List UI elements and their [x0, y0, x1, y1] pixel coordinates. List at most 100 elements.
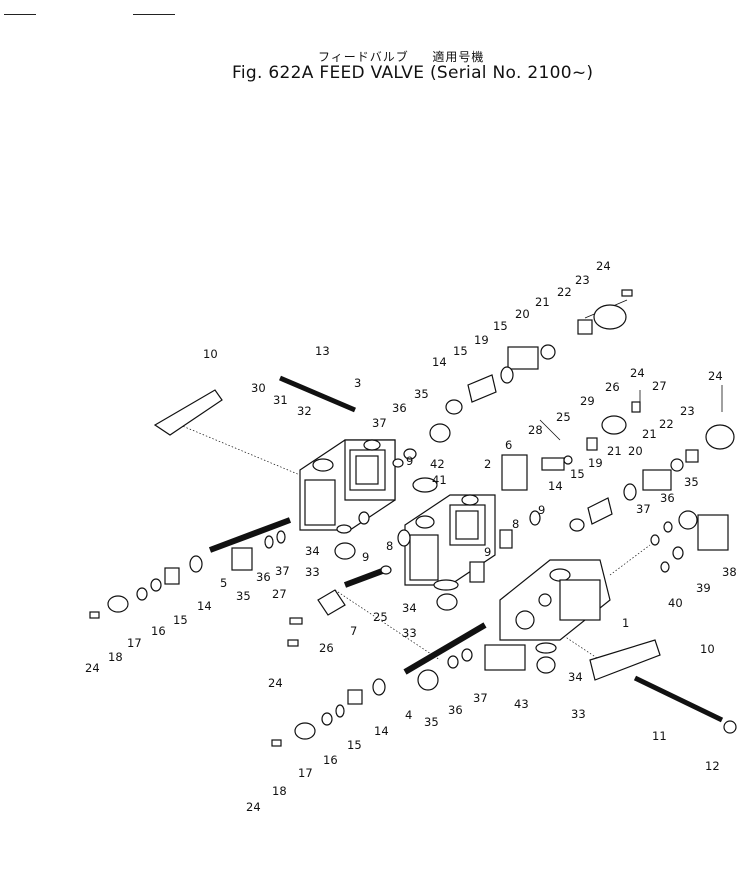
callout-6: 6 — [505, 438, 512, 452]
callout-21a: 21 — [535, 295, 550, 309]
callout-34b: 34 — [402, 601, 417, 615]
serial-range: Serial No. 2100~ — [436, 63, 587, 83]
callout-15d: 15 — [347, 738, 362, 752]
callout-24a: 24 — [596, 259, 611, 273]
callout-21c: 21 — [607, 444, 622, 458]
callout-24d: 24 — [85, 661, 100, 675]
callout-20b: 20 — [628, 444, 643, 458]
header-rule-left — [4, 14, 36, 15]
callout-10b: 10 — [700, 642, 715, 656]
callout-36a: 36 — [392, 401, 407, 415]
callout-34c: 34 — [568, 670, 583, 684]
callout-25a: 25 — [556, 410, 571, 424]
title-jp-applicable: 適用号機 — [432, 50, 485, 64]
callout-42: 42 — [430, 457, 445, 471]
callout-15b: 15 — [570, 467, 585, 481]
callout-14c: 14 — [197, 599, 212, 613]
part-name: FEED VALVE — [319, 63, 425, 83]
callout-37b: 37 — [636, 502, 651, 516]
callout-4: 4 — [405, 708, 412, 722]
callout-18b: 18 — [272, 784, 287, 798]
serial-open-paren: ( — [429, 63, 437, 83]
callout-37d: 37 — [473, 691, 488, 705]
callout-13: 13 — [315, 344, 330, 358]
callout-labels: 24 23 22 21 20 19 15 15 14 13 10 30 31 3… — [85, 259, 737, 814]
callout-25b: 25 — [373, 610, 388, 624]
callout-36b: 36 — [660, 491, 675, 505]
callout-23a: 23 — [575, 273, 590, 287]
callout-22b: 22 — [659, 417, 674, 431]
callout-15a: 15 — [453, 344, 468, 358]
callout-19b: 19 — [588, 456, 603, 470]
callout-28: 28 — [528, 423, 543, 437]
callout-14b: 14 — [548, 479, 563, 493]
callout-22a: 22 — [557, 285, 572, 299]
callout-24e: 24 — [268, 676, 283, 690]
callout-41: 41 — [432, 473, 447, 487]
callout-27a: 27 — [652, 379, 667, 393]
callout-2: 2 — [484, 457, 491, 471]
callout-18a: 18 — [108, 650, 123, 664]
callout-14d: 14 — [374, 724, 389, 738]
nut-12 — [723, 720, 737, 734]
callout-21b: 21 — [642, 427, 657, 441]
title-jp-part-name: フィードバルブ — [318, 50, 409, 64]
callout-35c: 35 — [236, 589, 251, 603]
callout-24c: 24 — [708, 369, 723, 383]
callout-35d: 35 — [424, 715, 439, 729]
callout-29: 29 — [580, 394, 595, 408]
header-rule-right — [133, 14, 175, 15]
callout-39: 39 — [696, 581, 711, 595]
callout-3: 3 — [354, 376, 361, 390]
callout-17a: 17 — [127, 636, 142, 650]
callout-16a: 16 — [151, 624, 166, 638]
callout-5: 5 — [220, 576, 227, 590]
callout-35a: 35 — [414, 387, 429, 401]
callout-33b: 33 — [402, 626, 417, 640]
relief-cap-assembly-top — [392, 289, 633, 468]
callout-20a: 20 — [515, 307, 530, 321]
callout-24b: 24 — [630, 366, 645, 380]
title-japanese: フィードバルブ 適用号機 — [318, 48, 484, 65]
callout-23b: 23 — [680, 404, 695, 418]
callout-35b: 35 — [684, 475, 699, 489]
spool-4-assembly — [271, 622, 526, 747]
callout-26b: 26 — [319, 641, 334, 655]
callout-9d: 9 — [484, 545, 491, 559]
callout-31: 31 — [273, 393, 288, 407]
valve-body-3 — [299, 439, 396, 531]
callout-26a: 26 — [605, 380, 620, 394]
spool-5-assembly — [89, 511, 370, 619]
callout-37c: 37 — [275, 564, 290, 578]
valve-body-1 — [499, 559, 611, 641]
bracket-10-upper — [153, 389, 223, 436]
callout-8a: 8 — [512, 517, 519, 531]
callout-43: 43 — [514, 697, 529, 711]
callout-36d: 36 — [448, 703, 463, 717]
callout-10a: 10 — [203, 347, 218, 361]
callout-34a: 34 — [305, 544, 320, 558]
callout-32: 32 — [297, 404, 312, 418]
bracket-10-lower — [589, 639, 661, 681]
callout-7: 7 — [350, 624, 357, 638]
callout-40: 40 — [668, 596, 683, 610]
callout-9b: 9 — [538, 503, 545, 517]
callout-17b: 17 — [298, 766, 313, 780]
callout-30: 30 — [251, 381, 266, 395]
cover-26-assembly — [287, 565, 392, 647]
plug-33-34-center — [397, 510, 557, 674]
title-english: Fig. 622A FEED VALVE (Serial No. 2100~) — [232, 63, 593, 83]
callout-1: 1 — [622, 616, 629, 630]
callout-21-mid: 15 — [493, 319, 508, 333]
callout-9a: 9 — [406, 454, 413, 468]
callout-9c: 9 — [362, 550, 369, 564]
callout-27b: 27 — [272, 587, 287, 601]
relief-cap-assembly-right — [501, 401, 735, 532]
callout-38: 38 — [722, 565, 737, 579]
callout-37a: 37 — [372, 416, 387, 430]
callout-19a: 19 — [474, 333, 489, 347]
callout-16b: 16 — [323, 753, 338, 767]
callout-11: 11 — [652, 729, 667, 743]
tie-rod-11 — [633, 675, 724, 723]
